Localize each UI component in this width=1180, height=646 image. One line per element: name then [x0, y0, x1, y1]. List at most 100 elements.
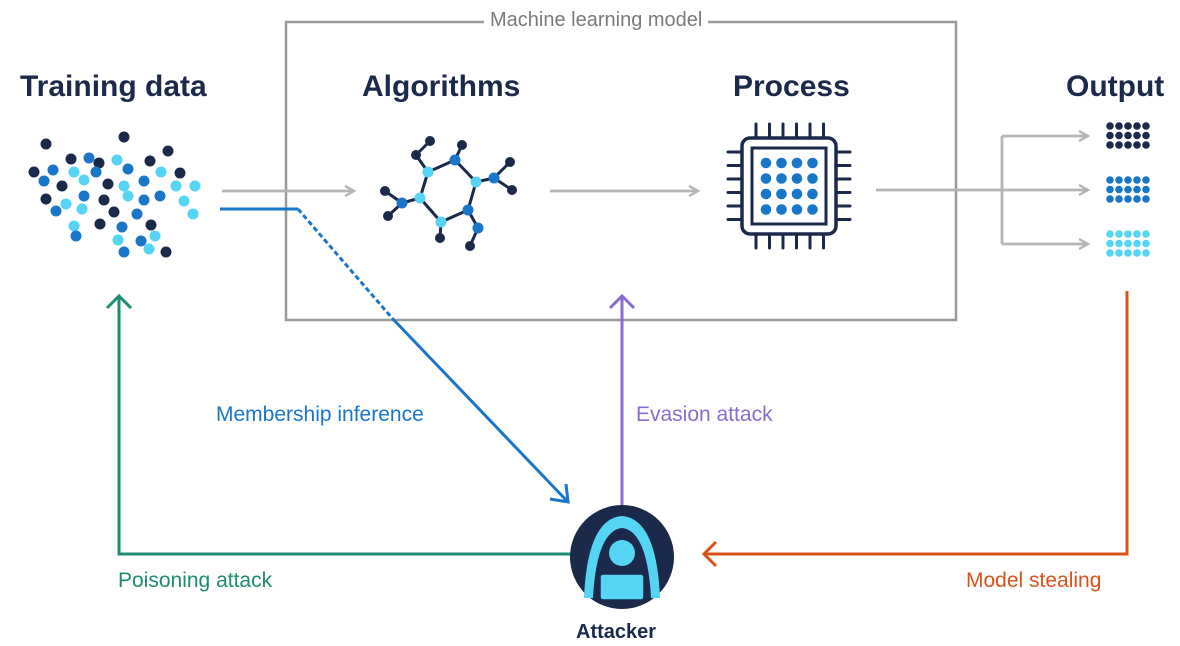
data-point: [135, 235, 147, 247]
data-point: [28, 166, 40, 178]
data-point: [50, 205, 62, 217]
process-heading: Process: [733, 70, 850, 103]
output-dot: [1106, 195, 1114, 203]
output-dot: [1142, 141, 1150, 149]
data-point: [112, 234, 124, 246]
data-point: [155, 166, 167, 178]
output-dot: [1106, 131, 1114, 140]
process-chip-icon: [726, 122, 852, 250]
output-heading: Output: [1066, 70, 1165, 103]
ml-model-box-title: Machine learning model: [484, 10, 709, 30]
output-dot: [1133, 249, 1141, 257]
output-dot: [1133, 195, 1141, 203]
data-point: [93, 157, 105, 169]
membership-inference-arrow: [220, 207, 570, 504]
data-point: [102, 178, 114, 190]
output-dot: [1106, 239, 1114, 248]
output-dot: [1115, 230, 1123, 238]
model-stealing-label: Model stealing: [966, 569, 1102, 592]
output-dot: [1142, 249, 1150, 257]
data-point: [118, 131, 130, 143]
chip-dot: [776, 204, 787, 215]
output-dot: [1133, 122, 1141, 130]
data-point: [47, 164, 59, 176]
output-dot: [1115, 239, 1123, 248]
chip-dot: [760, 173, 772, 184]
data-point: [94, 218, 106, 230]
membership-inference-label: Membership inference: [216, 403, 424, 426]
data-point: [154, 190, 166, 202]
chip-dot: [791, 204, 803, 215]
data-point: [118, 180, 130, 192]
data-point: [98, 194, 110, 206]
attacker-label: Attacker: [576, 621, 657, 643]
data-point: [83, 152, 95, 164]
data-point: [122, 190, 134, 202]
attacker-avatar: [570, 505, 674, 609]
output-dot: [1124, 249, 1132, 257]
evasion-attack-arrow: [608, 293, 636, 508]
data-point: [189, 180, 201, 192]
chip-dot: [807, 188, 818, 200]
output-dot: [1106, 185, 1114, 194]
data-point: [70, 230, 82, 242]
data-point: [60, 198, 72, 210]
data-point: [116, 221, 128, 233]
data-point: [78, 190, 90, 202]
data-point: [145, 219, 157, 231]
chip-dot: [807, 204, 818, 215]
model-stealing-arrow: [701, 291, 1129, 568]
chip-dot: [760, 188, 772, 200]
chip-dot: [791, 188, 803, 200]
poisoning-attack-arrow: [105, 293, 572, 556]
algorithm-molecule-icon: [380, 136, 517, 251]
output-dot: [1124, 195, 1132, 203]
output-dot: [1142, 122, 1150, 130]
output-dot: [1124, 122, 1132, 130]
output-dot: [1124, 141, 1132, 149]
output-dot: [1115, 185, 1123, 194]
chip-dot: [776, 157, 787, 169]
output-dot: [1142, 131, 1150, 140]
data-point: [131, 208, 143, 220]
data-point: [111, 154, 123, 166]
output-dot: [1106, 249, 1114, 257]
output-dot: [1106, 230, 1114, 238]
output-dot: [1133, 131, 1141, 140]
output-dot: [1142, 239, 1150, 248]
output-dot: [1115, 131, 1123, 140]
output-dot: [1124, 131, 1132, 140]
data-point: [144, 155, 156, 167]
data-point: [122, 163, 134, 175]
flow-arrows: [222, 136, 1088, 244]
algorithms-heading: Algorithms: [362, 70, 521, 103]
data-point: [40, 138, 52, 150]
data-point: [68, 166, 80, 178]
data-point: [138, 194, 150, 206]
output-dot: [1133, 185, 1141, 194]
chip-dot: [776, 173, 787, 184]
data-point: [76, 203, 88, 215]
output-dot: [1115, 249, 1123, 257]
training-data-heading: Training data: [20, 70, 207, 103]
data-point: [108, 206, 120, 218]
data-point: [68, 220, 80, 232]
data-point: [40, 193, 52, 205]
output-dot: [1142, 230, 1150, 238]
evasion-attack-label: Evasion attack: [636, 403, 773, 426]
output-dot: [1142, 185, 1150, 194]
output-dot: [1133, 230, 1141, 238]
output-dot: [1115, 176, 1123, 184]
data-point: [138, 175, 150, 187]
ml-model-box: [284, 20, 958, 322]
chip-dot: [791, 173, 803, 184]
output-dot: [1124, 239, 1132, 248]
output-dot: [1133, 176, 1141, 184]
output-dot-grids: [1106, 122, 1150, 257]
data-point: [38, 175, 50, 187]
output-dot: [1142, 195, 1150, 203]
output-dot: [1115, 195, 1123, 203]
chip-dot: [791, 157, 803, 169]
